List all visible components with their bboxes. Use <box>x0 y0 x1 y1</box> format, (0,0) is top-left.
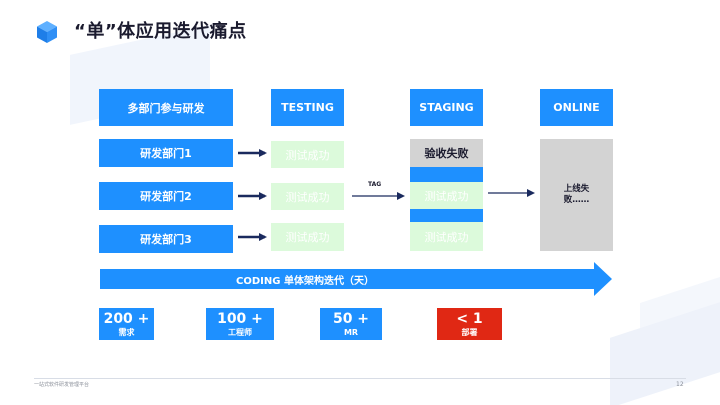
department-2: 研发部门2 <box>99 182 233 210</box>
iteration-label: CODING 单体架构迭代（天） <box>236 275 374 287</box>
metric-requirements: 200 + 需求 <box>99 308 154 340</box>
metric-deploy: < 1 部署 <box>437 308 502 340</box>
metric-value: 50 + <box>332 310 370 327</box>
page-number: 12 <box>676 381 684 388</box>
staging-fail: 验收失败 <box>410 139 483 167</box>
online-box: 上线失败…… <box>540 139 613 251</box>
metric-value: < 1 <box>456 310 483 327</box>
staging-column: 验收失败 测试成功 测试成功 <box>410 139 483 251</box>
logo-cube-icon <box>37 21 57 43</box>
staging-success-2: 测试成功 <box>410 222 483 251</box>
header-dev: 多部门参与研发 <box>99 89 233 126</box>
metric-engineers: 100 + 工程师 <box>206 308 274 340</box>
tag-label: TAG <box>368 181 382 188</box>
metric-value: 200 + <box>103 310 150 327</box>
metric-label: 需求 <box>118 327 135 337</box>
department-1: 研发部门1 <box>99 139 233 167</box>
metric-label: MR <box>343 327 359 337</box>
metric-mr: 50 + MR <box>320 308 382 340</box>
metric-value: 100 + <box>217 310 263 327</box>
footer-text: 一站式软件研发管理平台 <box>34 382 90 388</box>
page-title: “单”体应用迭代痛点 <box>74 21 247 42</box>
metric-label: 部署 <box>461 327 478 337</box>
testing-result-1: 测试成功 <box>271 141 344 168</box>
header-online: ONLINE <box>540 89 613 126</box>
department-3: 研发部门3 <box>99 225 233 253</box>
footer-divider <box>34 378 686 379</box>
metric-label: 工程师 <box>228 327 252 337</box>
header-staging: STAGING <box>410 89 483 126</box>
online-status: 上线失败…… <box>563 184 590 205</box>
header-testing: TESTING <box>271 89 344 126</box>
testing-result-2: 测试成功 <box>271 183 344 210</box>
testing-result-3: 测试成功 <box>271 223 344 251</box>
staging-success-1: 测试成功 <box>410 182 483 209</box>
